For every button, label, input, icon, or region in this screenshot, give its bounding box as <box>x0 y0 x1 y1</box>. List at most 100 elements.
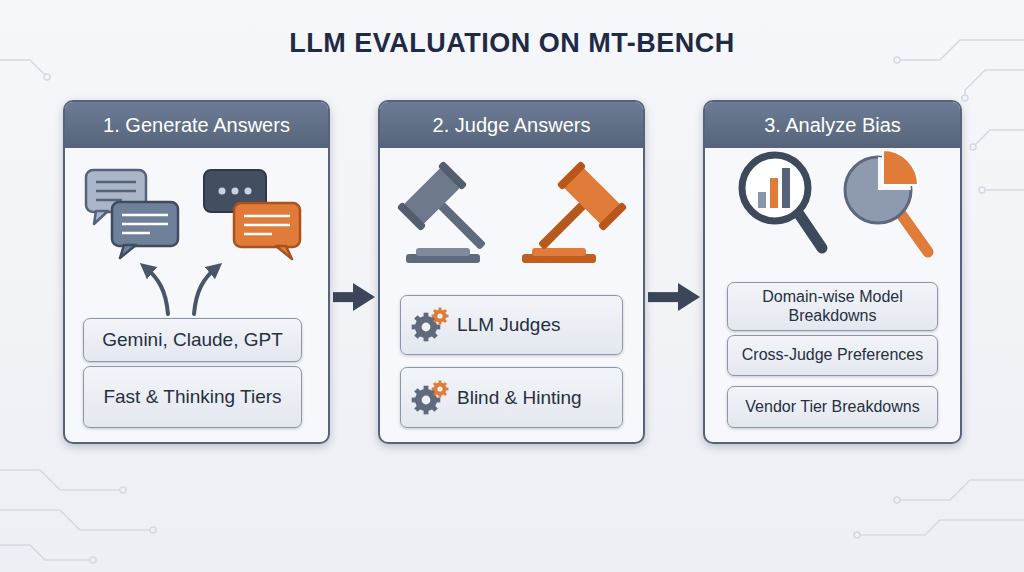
gavel-orange-part-part <box>557 161 587 191</box>
magnifier-bar-chart <box>742 155 822 248</box>
circuit-lines-part <box>120 487 126 493</box>
circuit-lines-part <box>900 480 1024 500</box>
gear-body <box>415 389 437 411</box>
arrow-head <box>353 283 375 311</box>
panel-header: 1. Generate Answers <box>65 102 328 148</box>
gavel-grey <box>397 161 507 271</box>
step-label: Vendor Tier Breakdowns <box>745 398 919 416</box>
circuit-lines <box>0 40 1024 563</box>
diagram-title: LLM EVALUATION ON MT-BENCH <box>0 28 1024 59</box>
chat-bubbles-part <box>94 211 108 224</box>
panel-heading: 2. Judge Answers <box>433 114 591 137</box>
curved-arrows-part <box>194 268 216 314</box>
gavel-orange <box>518 161 628 271</box>
magnifier-bar-chart-part <box>799 214 822 248</box>
circuit-lines-part <box>900 40 1024 60</box>
flow-arrow <box>648 283 700 311</box>
magnifier-pie-chart-part <box>901 214 928 252</box>
circuit-lines-part <box>894 57 900 63</box>
gavel-orange-part-part <box>598 202 628 232</box>
gear-hole <box>422 395 431 404</box>
panel-cards-part <box>63 100 330 444</box>
chat-bubbles-part <box>219 188 226 195</box>
step-label: Domain-wise Model Breakdowns <box>736 288 929 325</box>
step-box: Vendor Tier Breakdowns <box>727 386 938 428</box>
gavel-orange-part <box>532 248 586 256</box>
arrow-head <box>678 283 700 311</box>
flow-arrow <box>333 283 375 311</box>
chat-bubbles-part <box>112 202 178 246</box>
panel-header: 2. Judge Answers <box>380 102 643 148</box>
stage-panel: 3. Analyze BiasDomain-wise Model Breakdo… <box>703 100 962 444</box>
curved-arrows-part <box>146 268 168 314</box>
step-label: Cross-Judge Preferences <box>742 346 923 364</box>
circuit-lines-part <box>854 532 860 538</box>
circuit-lines-part <box>0 510 150 530</box>
gavel-grey-part-part <box>397 202 427 232</box>
curved-arrows <box>146 268 216 314</box>
chat-bubbles <box>86 170 300 259</box>
stage-panel: 2. Judge AnswersLLM JudgesBlind & Hintin… <box>378 100 645 444</box>
gear <box>432 308 449 325</box>
chat-bubbles-part <box>244 216 290 234</box>
circuit-lines-part <box>0 470 120 490</box>
magnifier-bar-chart-part <box>758 192 766 208</box>
circuit-lines-part <box>860 520 1024 535</box>
gear-hole <box>422 323 431 332</box>
chat-bubbles-part <box>122 215 168 233</box>
panel-heading: 1. Generate Answers <box>103 114 290 137</box>
panel-cards-part <box>378 100 645 444</box>
gavel-orange-part <box>518 161 628 271</box>
arrow-shaft <box>648 292 680 302</box>
circuit-lines-part <box>90 557 96 563</box>
step-box: Domain-wise Model Breakdowns <box>727 282 938 331</box>
panel-heading: 3. Analyze Bias <box>764 114 901 137</box>
step-box: Blind & Hinting <box>400 367 623 428</box>
circuit-lines-part <box>979 187 985 193</box>
circuit-lines-part <box>150 527 156 533</box>
circuit-lines-part <box>894 497 900 503</box>
chat-bubbles-part <box>232 188 239 195</box>
gear-hole <box>437 386 442 391</box>
gavel-grey-part <box>416 248 470 256</box>
panel-cards-part <box>703 100 962 444</box>
magnifier-pie-chart <box>845 150 928 252</box>
step-label: Gemini, Claude, GPT <box>102 329 283 351</box>
step-box: Gemini, Claude, GPT <box>83 318 302 362</box>
arrow-shaft <box>333 292 355 302</box>
circuit-lines-part <box>0 545 90 560</box>
step-box: Fast & Thinking Tiers <box>83 366 302 428</box>
gavel-grey-part <box>397 161 507 271</box>
circuit-lines-part <box>975 130 1024 145</box>
gear <box>432 380 449 397</box>
circuit-lines-part <box>985 189 1024 191</box>
chat-bubbles-part <box>96 182 136 200</box>
panel-header: 3. Analyze Bias <box>705 102 960 148</box>
magnifier-bar-chart-part <box>742 155 808 221</box>
chat-bubbles-part <box>120 245 136 258</box>
magnifier-bar-chart-part <box>782 168 790 208</box>
magnifier-pie-chart-part <box>883 150 918 185</box>
stage-panel: 1. Generate AnswersGemini, Claude, GPT Fa… <box>63 100 330 444</box>
gear-hole <box>437 313 442 318</box>
chat-bubbles-part <box>234 203 300 247</box>
gear-body <box>434 310 447 323</box>
chat-bubbles-part <box>245 188 252 195</box>
step-box: LLM Judges <box>400 295 623 355</box>
chat-bubbles-part <box>276 246 292 259</box>
gear-body <box>415 316 437 338</box>
gear-body <box>434 382 447 395</box>
circuit-lines-part <box>965 70 1024 95</box>
step-box: Cross-Judge Preferences <box>727 335 938 376</box>
gear-icon <box>407 378 453 418</box>
circuit-lines-part <box>0 60 45 75</box>
panel-cards <box>63 100 962 444</box>
magnifier-bar-chart-part <box>770 178 778 208</box>
circuit-lines-part <box>962 95 968 101</box>
step-label: Fast & Thinking Tiers <box>103 386 281 408</box>
step-label: LLM Judges <box>457 314 561 336</box>
circuit-lines-part <box>970 144 976 150</box>
